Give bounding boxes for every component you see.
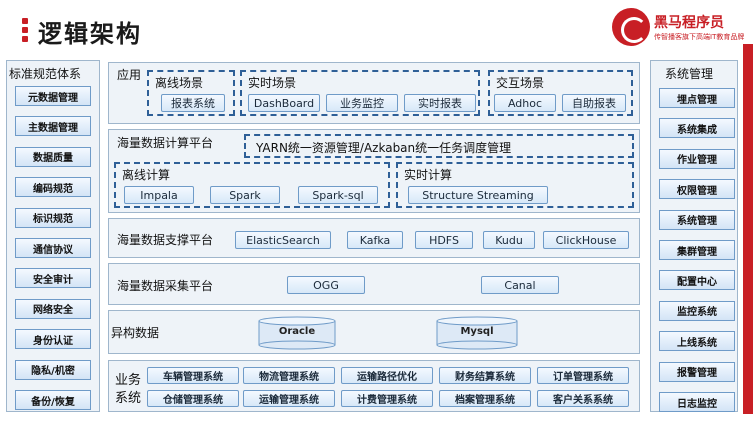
kafka-box: Kafka xyxy=(347,231,403,249)
red-side-strip xyxy=(743,44,753,414)
business-system-row1-3: 运输路径优化 xyxy=(341,367,433,384)
scheduler-group: YARN统一资源管理/Azkaban统一任务调度管理 xyxy=(244,134,634,158)
interactive-scene-group: 交互场景 Adhoc 自助报表 xyxy=(488,70,633,116)
management-item-11: 日志监控 xyxy=(659,392,735,412)
offline-compute-group: 离线计算 Impala Spark Spark-sql xyxy=(114,162,390,208)
collect-layer: 海量数据采集平台 OGG Canal xyxy=(108,263,640,305)
app-layer: 应用 xyxy=(108,62,640,124)
self-service-report-box: 自助报表 xyxy=(562,94,626,112)
business-system-row2-1: 仓储管理系统 xyxy=(147,390,239,407)
standard-item-10: 隐私/机密 xyxy=(15,359,91,380)
standard-item-3: 数据质量 xyxy=(15,146,91,167)
management-item-2: 系统集成 xyxy=(659,118,735,139)
logo-slogan: 传智播客旗下高端IT教育品牌 xyxy=(654,33,745,41)
logo-name: 黑马程序员 xyxy=(654,15,724,31)
business-system-row1-1: 车辆管理系统 xyxy=(147,367,239,384)
offline-compute-title: 离线计算 xyxy=(122,168,171,182)
management-item-7: 配置中心 xyxy=(659,270,735,291)
brand-logo: 黑马程序员 传智播客旗下高端IT教育品牌 xyxy=(612,8,748,48)
standard-item-1: 元数据管理 xyxy=(15,86,91,106)
page-title: 逻辑架构 xyxy=(38,20,142,48)
impala-box: Impala xyxy=(124,186,194,204)
business-title-2: 系统 xyxy=(115,391,142,406)
hetero-layer-title: 异构数据 xyxy=(111,326,160,340)
structure-streaming-box: Structure Streaming xyxy=(408,186,548,204)
realtime-compute-title: 实时计算 xyxy=(404,168,453,182)
app-layer-title: 应用 xyxy=(117,68,142,82)
business-system-row2-4: 档案管理系统 xyxy=(439,390,531,407)
business-system-row1-5: 订单管理系统 xyxy=(537,367,629,384)
elasticsearch-box: ElasticSearch xyxy=(235,231,331,249)
left-standards-panel: 标准规范体系 元数据管理主数据管理数据质量编码规范标识规范通信协议安全审计网络安… xyxy=(6,60,100,412)
clickhouse-box: ClickHouse xyxy=(543,231,629,249)
realtime-scene-group: 实时场景 DashBoard 业务监控 实时报表 xyxy=(240,70,480,116)
standard-item-5: 标识规范 xyxy=(15,207,91,228)
standard-item-8: 网络安全 xyxy=(15,298,91,319)
business-system-row1-4: 财务结算系统 xyxy=(439,367,531,384)
management-item-10: 报警管理 xyxy=(659,361,735,382)
management-item-4: 权限管理 xyxy=(659,179,735,200)
realtime-scene-title: 实时场景 xyxy=(248,76,297,90)
report-system-box: 报表系统 xyxy=(161,94,225,112)
management-item-9: 上线系统 xyxy=(659,331,735,352)
business-layer: 业务 系统 车辆管理系统物流管理系统运输路径优化财务结算系统订单管理系统 仓储管… xyxy=(108,360,640,412)
standard-item-4: 编码规范 xyxy=(15,177,91,198)
standard-item-7: 安全审计 xyxy=(15,268,91,289)
logo-mark-icon xyxy=(612,8,650,46)
mysql-label: Mysql xyxy=(460,326,494,337)
hetero-data-layer: 异构数据 xyxy=(108,310,640,354)
compute-layer-title: 海量数据计算平台 xyxy=(117,136,214,150)
oracle-database-icon xyxy=(258,316,336,350)
right-panel-title: 系统管理 xyxy=(665,67,714,81)
standard-item-6: 通信协议 xyxy=(15,238,91,258)
management-item-5: 系统管理 xyxy=(659,209,735,230)
business-system-row1-2: 物流管理系统 xyxy=(243,367,335,384)
mysql-database-icon xyxy=(436,316,518,350)
support-layer-title: 海量数据支撑平台 xyxy=(117,233,214,247)
spark-sql-box: Spark-sql xyxy=(298,186,378,204)
spark-box: Spark xyxy=(210,186,280,204)
offline-scene-group: 离线场景 报表系统 xyxy=(147,70,235,116)
hdfs-box: HDFS xyxy=(415,231,473,249)
business-monitor-box: 业务监控 xyxy=(326,94,398,112)
offline-scene-title: 离线场景 xyxy=(155,76,204,90)
adhoc-box: Adhoc xyxy=(494,94,556,112)
kudu-box: Kudu xyxy=(483,231,535,249)
management-item-8: 监控系统 xyxy=(659,300,735,321)
management-item-1: 埋点管理 xyxy=(659,88,735,108)
left-panel-title: 标准规范体系 xyxy=(9,67,82,81)
management-item-6: 集群管理 xyxy=(659,240,735,260)
collect-layer-title: 海量数据采集平台 xyxy=(117,279,214,293)
business-system-row2-5: 客户关系系统 xyxy=(537,390,629,407)
realtime-report-box: 实时报表 xyxy=(404,94,476,112)
business-system-row2-3: 计费管理系统 xyxy=(341,390,433,407)
title-accent-icon xyxy=(22,18,28,42)
management-item-3: 作业管理 xyxy=(659,148,735,169)
oracle-label: Oracle xyxy=(278,326,316,337)
interactive-scene-title: 交互场景 xyxy=(496,76,545,90)
ogg-box: OGG xyxy=(287,276,365,294)
business-title-1: 业务 xyxy=(115,373,142,388)
realtime-compute-group: 实时计算 Structure Streaming xyxy=(396,162,634,208)
dashboard-box: DashBoard xyxy=(248,94,320,112)
business-system-row2-2: 运输管理系统 xyxy=(243,390,335,407)
support-layer: 海量数据支撑平台 ElasticSearch Kafka HDFS Kudu C… xyxy=(108,218,640,258)
scheduler-label: YARN统一资源管理/Azkaban统一任务调度管理 xyxy=(256,141,512,155)
standard-item-11: 备份/恢复 xyxy=(15,390,91,410)
right-management-panel: 系统管理 埋点管理系统集成作业管理权限管理系统管理集群管理配置中心监控系统上线系… xyxy=(650,60,738,412)
standard-item-2: 主数据管理 xyxy=(15,116,91,137)
canal-box: Canal xyxy=(481,276,559,294)
standard-item-9: 身份认证 xyxy=(15,329,91,350)
